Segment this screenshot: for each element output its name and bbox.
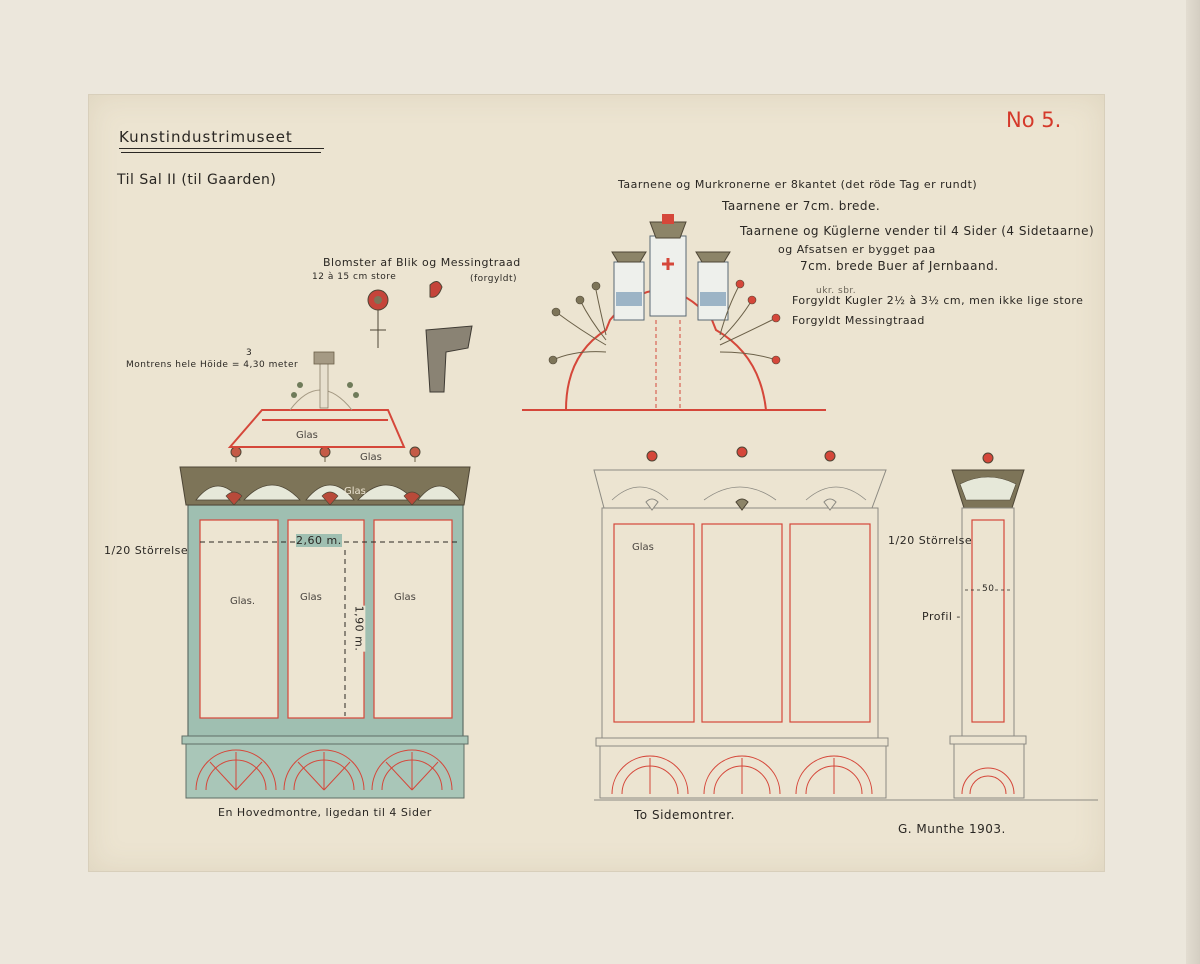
title-underline-double	[121, 152, 321, 153]
artist-signature: G. Munthe 1903.	[898, 822, 1006, 836]
glass-label-pane2: Glas	[300, 592, 322, 603]
height-note: Montrens hele Höide = 4,30 meter	[126, 360, 299, 370]
glass-label-side: Glas	[632, 542, 654, 553]
towers-note-line4: og Afsatsen er bygget paa	[778, 243, 936, 256]
towers-note-line1: Taarnene og Murkronerne er 8kantet (det …	[618, 178, 978, 191]
towers-note-line2: Taarnene er 7cm. brede.	[722, 199, 881, 213]
towers-note-line5: 7cm. brede Buer af Jernbaand.	[800, 259, 999, 273]
sheet-number: No 5.	[1006, 108, 1062, 132]
glass-label-crest: Glas	[344, 486, 366, 497]
balls-note-extra: ukr. sbr.	[816, 286, 857, 296]
flower-detail-sketch	[367, 281, 473, 393]
flowers-note-line2: 12 à 15 cm store	[312, 272, 397, 282]
tower-elevation-drawing	[522, 214, 826, 411]
flowers-note-line3: (forgyldt)	[470, 274, 518, 284]
scale-note-right: 1/20 Störrelse	[888, 534, 973, 547]
towers-note-line3: Taarnene og Küglerne vender til 4 Sider …	[740, 224, 1095, 238]
glass-label-pane3: Glas	[394, 592, 416, 603]
sheet-title: Kunstindustrimuseet	[119, 128, 293, 146]
glass-label-top-upper: Glas	[296, 430, 318, 441]
glass-label-top-lower: Glas	[360, 452, 382, 463]
side-cabinet-profile-drawing	[949, 452, 1027, 799]
main-cabinet-drawing	[179, 351, 471, 799]
caption-side-cabinets: To Sidemontrer.	[634, 808, 735, 822]
side-cabinet-front-drawing	[593, 446, 889, 799]
sheet-subtitle: Til Sal II (til Gaarden)	[117, 172, 277, 188]
height-note-mark: 3	[246, 348, 253, 358]
title-underline	[119, 148, 324, 149]
profile-label: Profil -	[922, 610, 961, 623]
balls-note-line2: Forgyldt Messingtraad	[792, 314, 925, 327]
balls-note-line1: Forgyldt Kugler 2½ à 3½ cm, men ikke lig…	[792, 294, 1084, 307]
caption-main-cabinet: En Hovedmontre, ligedan til 4 Sider	[218, 806, 432, 819]
glass-label-pane1: Glas.	[230, 596, 256, 607]
flowers-note-line1: Blomster af Blik og Messingtraad	[323, 256, 521, 269]
scale-note-left: 1/20 Störrelse	[104, 544, 189, 557]
height-dimension: 1,90 m.	[352, 605, 366, 652]
width-dimension: 2,60 m.	[296, 534, 342, 547]
profile-width-dimension: 50	[982, 584, 995, 594]
